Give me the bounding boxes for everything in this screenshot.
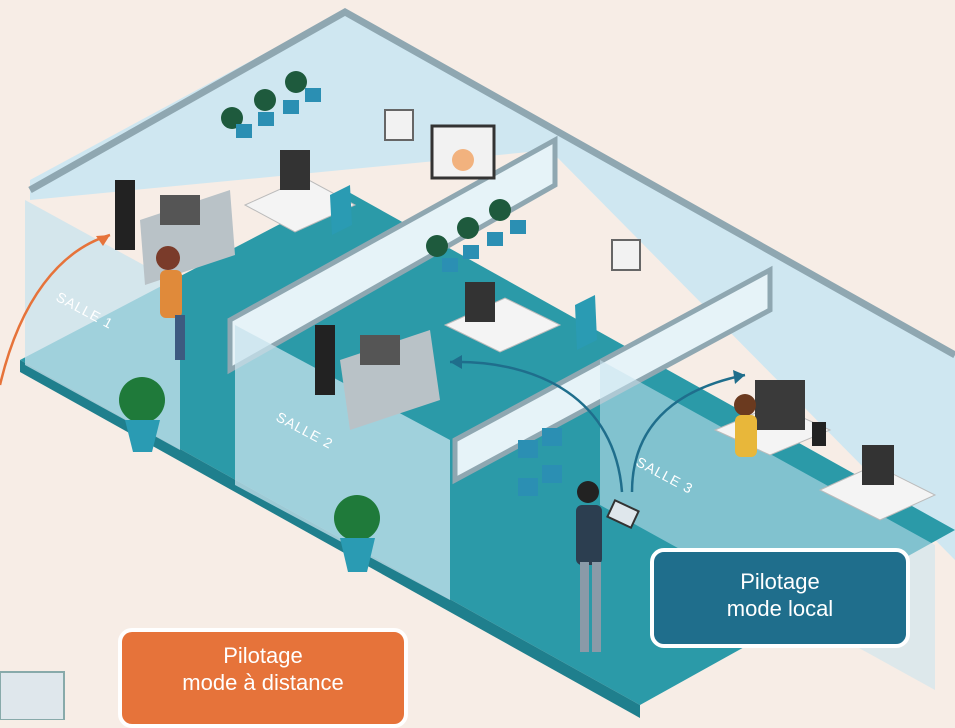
outer-right-wall xyxy=(550,130,955,560)
remote-mode-callout: Pilotage mode à distance xyxy=(118,628,408,728)
remote-laptop xyxy=(0,671,65,720)
floor-front-edge xyxy=(20,360,640,718)
local-callout-line1: Pilotage xyxy=(740,569,820,594)
room3-autorefractor xyxy=(755,380,826,446)
room1-chair xyxy=(330,185,352,235)
potted-plant-center xyxy=(334,495,380,572)
room1-shelf-plants xyxy=(221,71,321,138)
room1-desk xyxy=(243,150,357,233)
remote-control-arrow xyxy=(0,233,111,386)
patient-room3 xyxy=(734,394,757,457)
operator-with-tablet xyxy=(576,481,640,652)
room1-eye-chart xyxy=(384,109,414,141)
local-arrow-head-room2 xyxy=(450,355,462,369)
tablet-icon xyxy=(606,499,640,529)
local-mode-callout: Pilotage mode local xyxy=(650,548,910,648)
local-arrow-head-room3 xyxy=(733,370,745,384)
room2-chair xyxy=(575,295,597,350)
room2-shelf-plants xyxy=(426,199,526,272)
room2-desk xyxy=(443,282,562,353)
patient-room1 xyxy=(156,246,185,360)
remote-callout-line2: mode à distance xyxy=(182,670,344,695)
partition-wall-1 xyxy=(227,135,558,375)
room3-shelf-boxes xyxy=(518,428,562,496)
remote-callout-line1: Pilotage xyxy=(223,643,303,668)
remote-operator-avatar xyxy=(452,149,474,171)
potted-plant-left xyxy=(119,377,165,452)
local-control-arrow-room3 xyxy=(630,373,746,493)
room2-exam-equipment xyxy=(315,325,440,430)
remote-arrow-head xyxy=(96,235,110,246)
room2-glass-front xyxy=(235,325,450,600)
local-callout-line2: mode local xyxy=(726,596,834,621)
room2-eye-chart xyxy=(611,239,641,271)
local-control-arrow-room2 xyxy=(449,360,624,493)
outer-wall-top-edge xyxy=(28,7,955,359)
